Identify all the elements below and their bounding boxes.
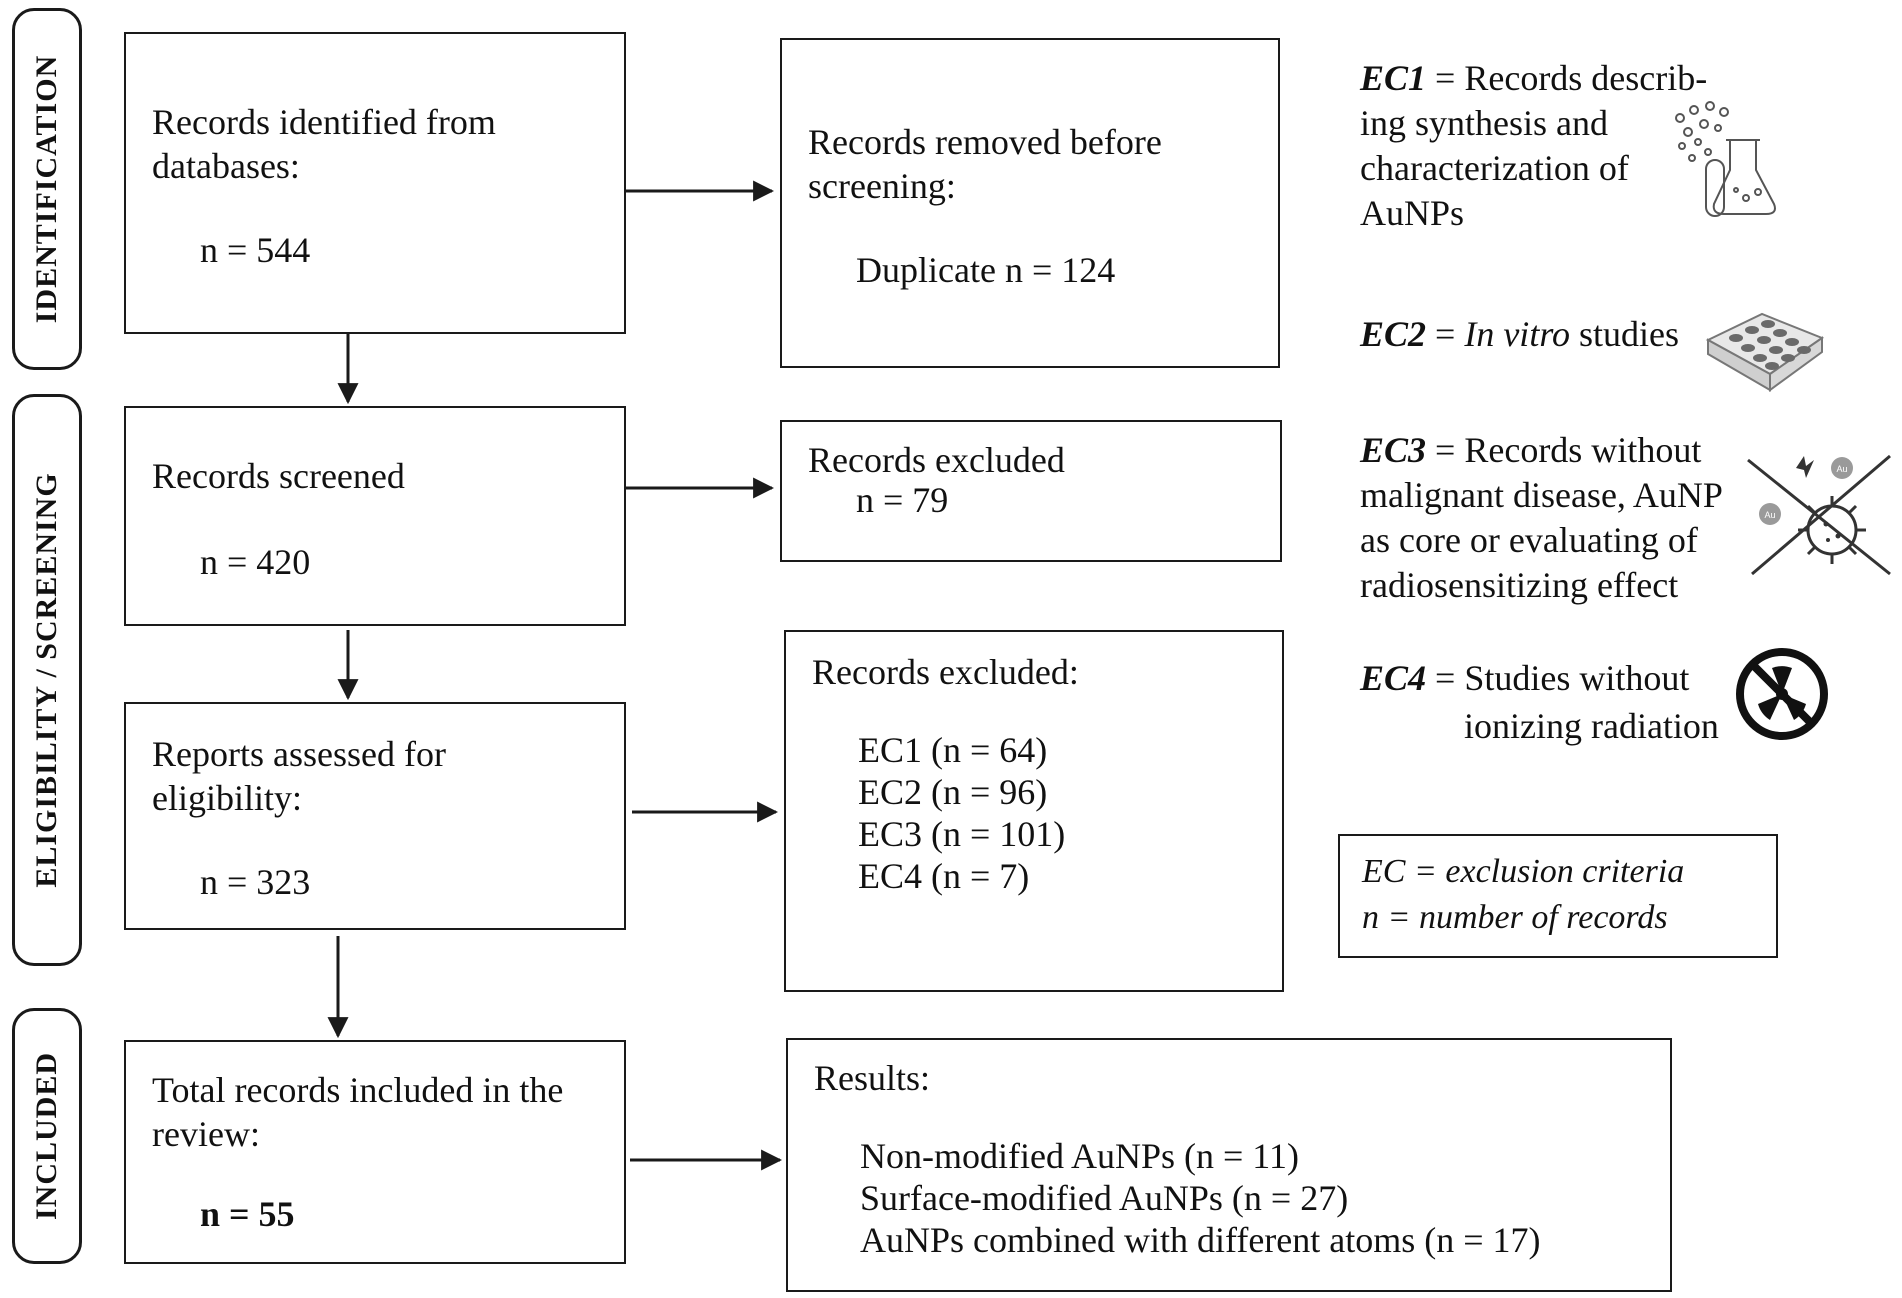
- au-label-1: Au: [1836, 464, 1847, 474]
- records-screened-line1: Records screened: [152, 456, 405, 496]
- ec3-line4: radiosensitizing effect: [1360, 565, 1679, 605]
- box-total-included: Total records included in the review: n …: [124, 1040, 626, 1264]
- ec3-code: EC3: [1360, 430, 1427, 470]
- box-records-excluded-screening: Records excluded n = 79: [780, 420, 1282, 562]
- ec4-text-1: Studies without: [1464, 658, 1690, 698]
- well-plate-icon: [1705, 312, 1825, 392]
- ec3-text-1: Records without: [1464, 430, 1702, 470]
- ec1-text-1: Records describ-: [1464, 58, 1708, 98]
- excluded-item-ec4: EC4 (n = 7): [858, 856, 1030, 896]
- box-records-excluded-eligibility: Records excluded: EC1 (n = 64) EC2 (n = …: [784, 630, 1284, 992]
- ec1-equals: =: [1426, 58, 1465, 98]
- ec4-equals: =: [1426, 658, 1465, 698]
- crossed-virus-icon: Au Au: [1747, 454, 1891, 576]
- ec3-line1: EC3 = Records without: [1360, 428, 1701, 472]
- ec1-line1: EC1 = Records describ-: [1360, 56, 1707, 100]
- au-label-2: Au: [1764, 510, 1775, 520]
- results-item-combined: AuNPs combined with different atoms (n =…: [860, 1220, 1541, 1260]
- ec3-equals: =: [1426, 430, 1465, 470]
- records-identified-line2: databases:: [152, 146, 300, 186]
- ec2-rest: studies: [1570, 314, 1680, 354]
- legend-n: n = number of records: [1362, 899, 1668, 936]
- results-item-non-modified: Non-modified AuNPs (n = 11): [860, 1136, 1299, 1176]
- total-included-line1: Total records included in the: [152, 1070, 564, 1110]
- stage-identification: IDENTIFICATION: [12, 8, 82, 370]
- ec2-equals: =: [1426, 314, 1465, 354]
- total-included-line2: review:: [152, 1114, 260, 1154]
- legend-box: EC = exclusion criteria n = number of re…: [1338, 834, 1778, 958]
- results-item-surface-modified: Surface-modified AuNPs (n = 27): [860, 1178, 1349, 1218]
- records-identified-line1: Records identified from: [152, 102, 496, 142]
- ec4-line2: ionizing radiation: [1464, 706, 1719, 746]
- reports-assessed-line2: eligibility:: [152, 778, 302, 818]
- reports-assessed-count: n = 323: [200, 862, 311, 902]
- legend-ec: EC = exclusion criteria: [1362, 853, 1685, 890]
- records-removed-count: Duplicate n = 124: [856, 250, 1116, 290]
- box-records-identified: Records identified from databases: n = 5…: [124, 32, 626, 334]
- records-excluded-eligibility-title: Records excluded:: [812, 652, 1079, 692]
- stage-included: INCLUDED: [12, 1008, 82, 1264]
- no-radiation-icon: [1736, 648, 1828, 740]
- records-screened-count: n = 420: [200, 542, 311, 582]
- records-removed-line2: screening:: [808, 166, 956, 206]
- excluded-item-ec2: EC2 (n = 96): [858, 772, 1048, 812]
- records-identified-count: n = 544: [200, 230, 311, 270]
- box-records-screened: Records screened n = 420: [124, 406, 626, 626]
- excluded-item-ec1: EC1 (n = 64): [858, 730, 1048, 770]
- ec2-italic: In vitro: [1464, 314, 1570, 354]
- ec1-line2: ing synthesis and: [1360, 103, 1608, 143]
- ec3-line3: as core or evaluating of: [1360, 520, 1698, 560]
- reports-assessed-line1: Reports assessed for: [152, 734, 446, 774]
- flask-icon: [1675, 101, 1776, 217]
- box-records-removed: Records removed before screening: Duplic…: [780, 38, 1280, 368]
- records-excluded-screening-count: n = 79: [856, 480, 949, 520]
- records-excluded-screening-title: Records excluded: [808, 440, 1065, 480]
- records-removed-line1: Records removed before: [808, 122, 1162, 162]
- ec2-line: EC2 = In vitro studies: [1360, 312, 1679, 356]
- ec4-line1: EC4 = Studies without: [1360, 656, 1689, 700]
- ec2-code: EC2: [1360, 314, 1427, 354]
- ec3-line2: malignant disease, AuNP: [1360, 475, 1723, 515]
- total-included-count: n = 55: [200, 1194, 295, 1234]
- ec4-code: EC4: [1360, 658, 1427, 698]
- box-results: Results: Non-modified AuNPs (n = 11) Sur…: [786, 1038, 1672, 1292]
- ec1-code: EC1: [1360, 58, 1427, 98]
- excluded-item-ec3: EC3 (n = 101): [858, 814, 1066, 854]
- box-reports-assessed: Reports assessed for eligibility: n = 32…: [124, 702, 626, 930]
- results-title: Results:: [814, 1058, 931, 1098]
- ec1-line4: AuNPs: [1360, 193, 1465, 233]
- stage-screening: ELIGIBILITY / SCREENING: [12, 394, 82, 966]
- ec1-line3: characterization of: [1360, 148, 1629, 188]
